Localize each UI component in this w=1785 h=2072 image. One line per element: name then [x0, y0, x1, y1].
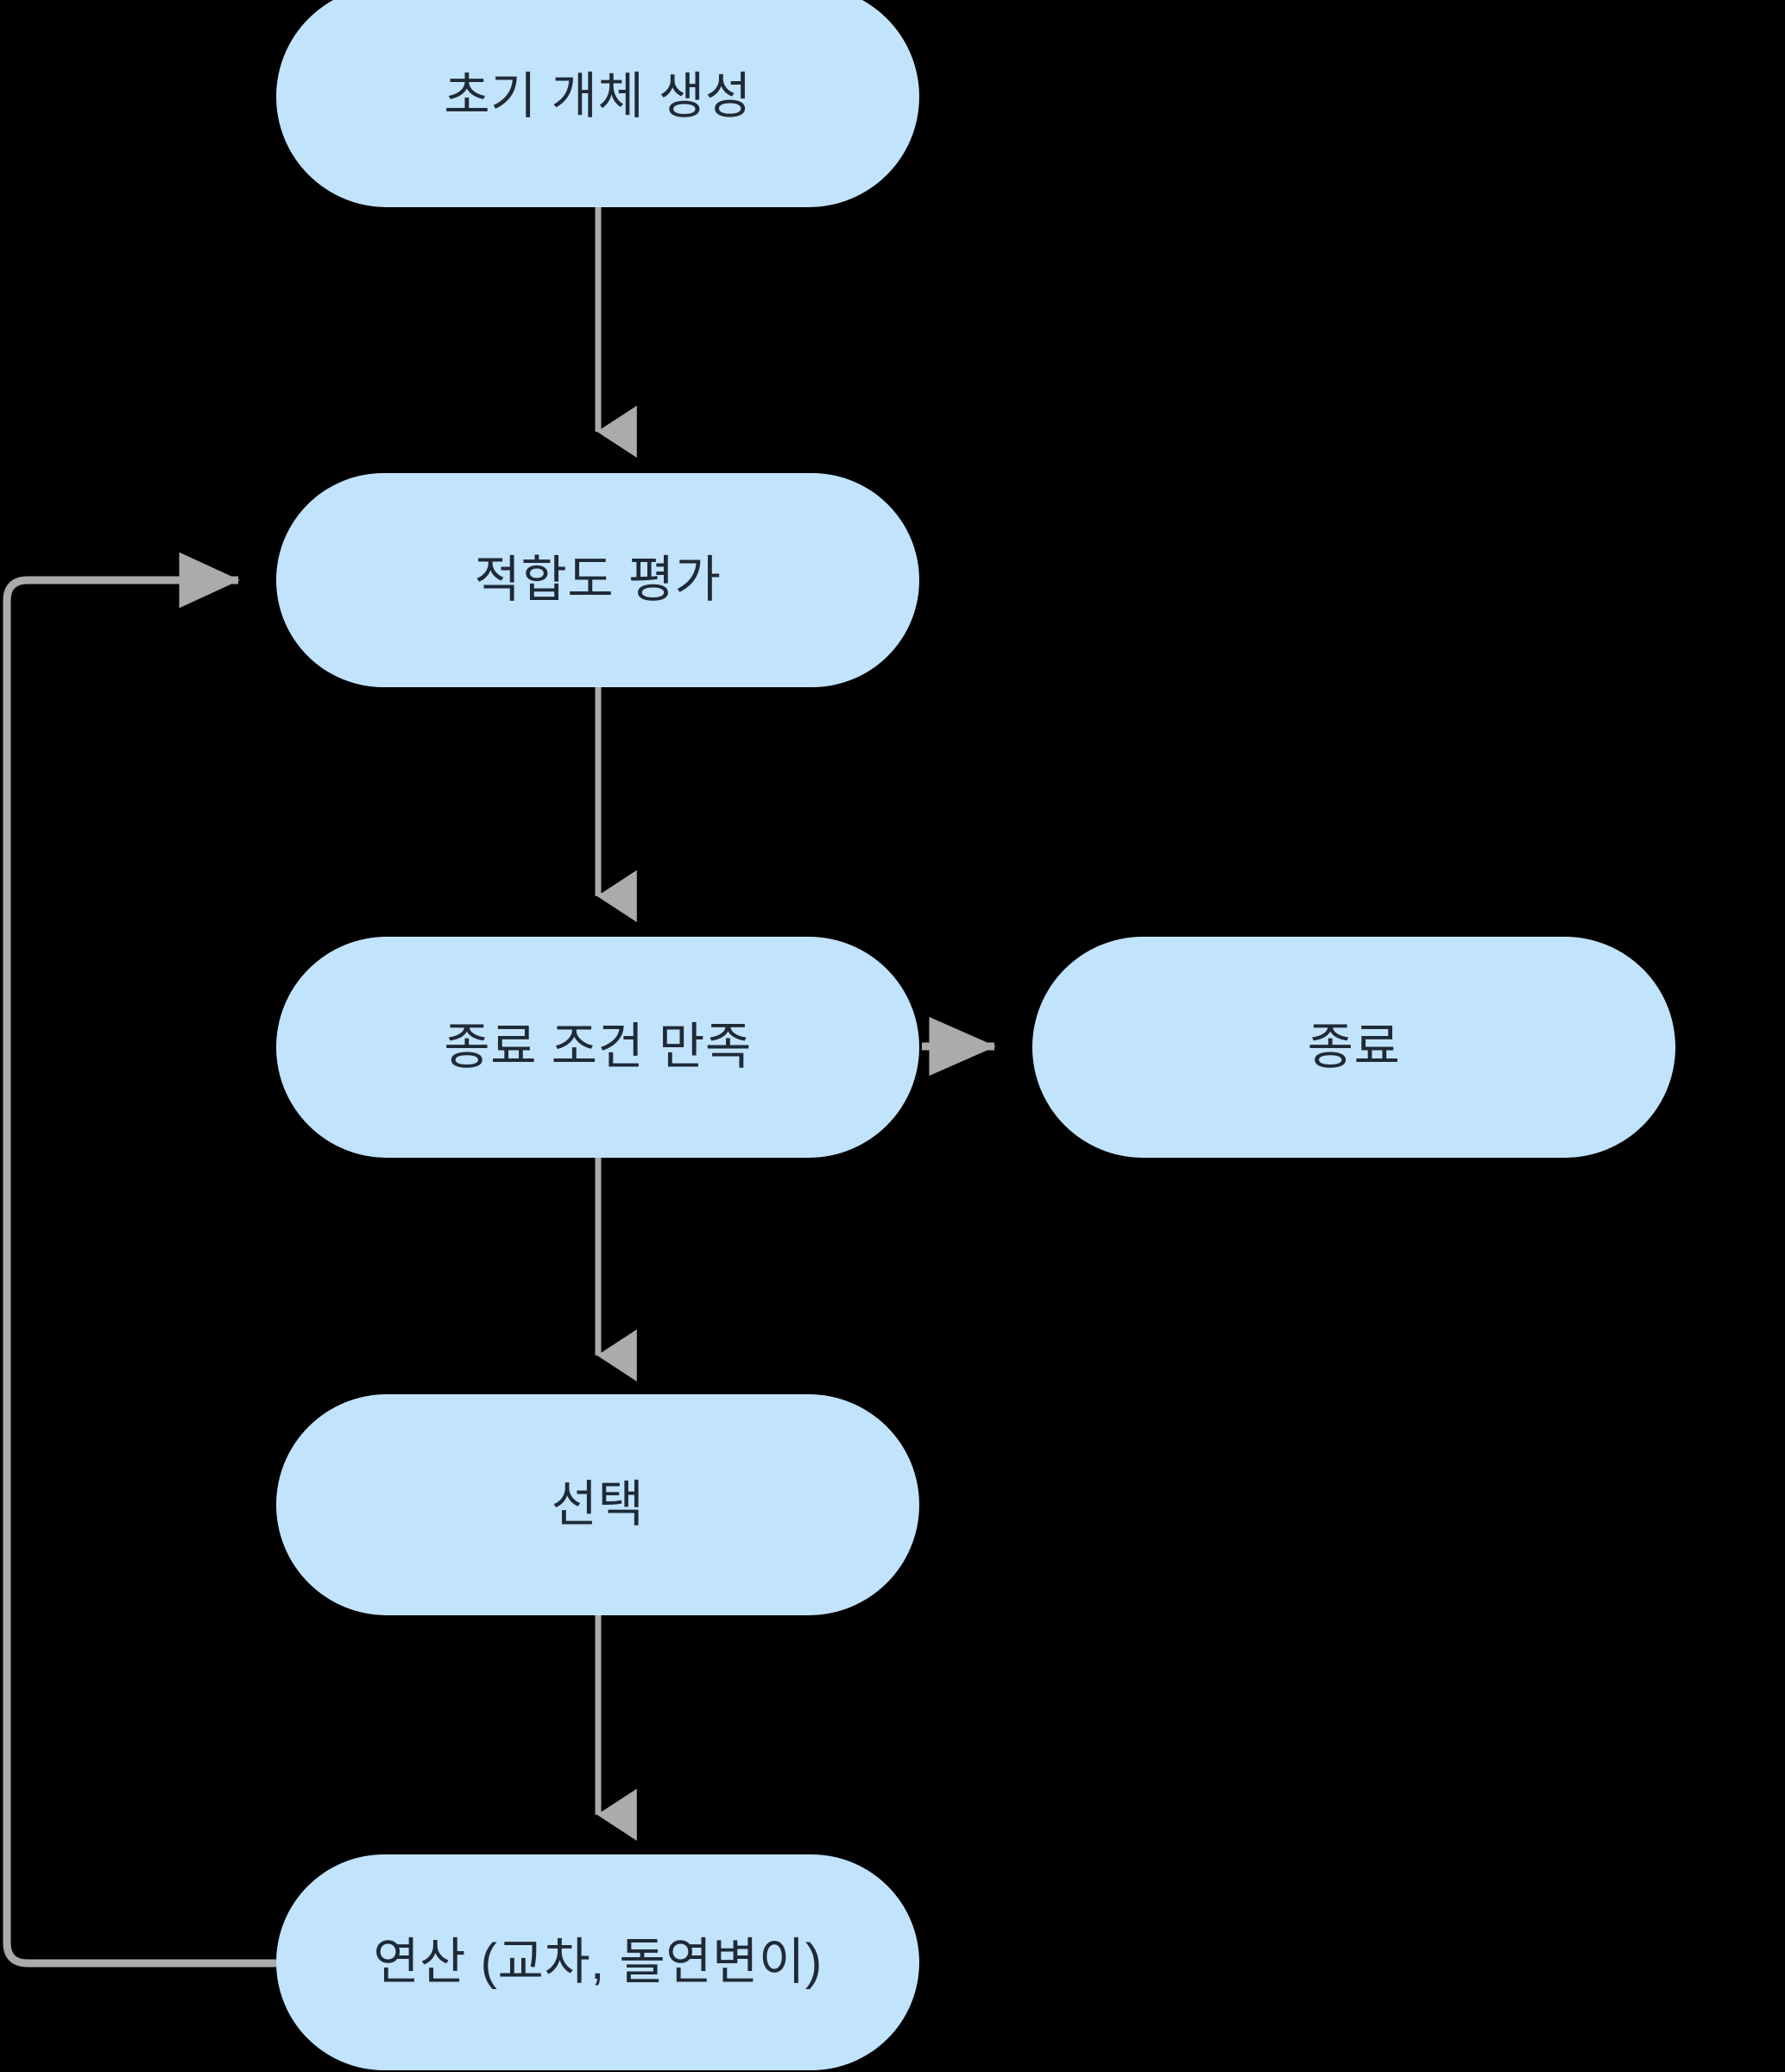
node-terminate[interactable]: 종료 [1032, 937, 1675, 1158]
node-init-population[interactable]: 초기 개체 생성 [276, 0, 919, 207]
node-fitness-evaluation[interactable]: 적합도 평가 [276, 473, 919, 687]
node-label: 선택 [551, 1476, 645, 1533]
node-label: 적합도 평가 [474, 552, 722, 609]
node-label: 종료 조건 만족 [444, 1019, 752, 1076]
node-termination-condition[interactable]: 종료 조건 만족 [276, 937, 919, 1158]
node-label: 종료 [1307, 1019, 1401, 1076]
node-label: 연산 (교차, 돌연변이) [373, 1934, 823, 1991]
node-selection[interactable]: 선택 [276, 1394, 919, 1615]
node-label: 초기 개체 생성 [444, 68, 752, 125]
edge-operators-to-fitness [3, 552, 276, 1968]
node-operators[interactable]: 연산 (교차, 돌연변이) [276, 1854, 919, 2070]
